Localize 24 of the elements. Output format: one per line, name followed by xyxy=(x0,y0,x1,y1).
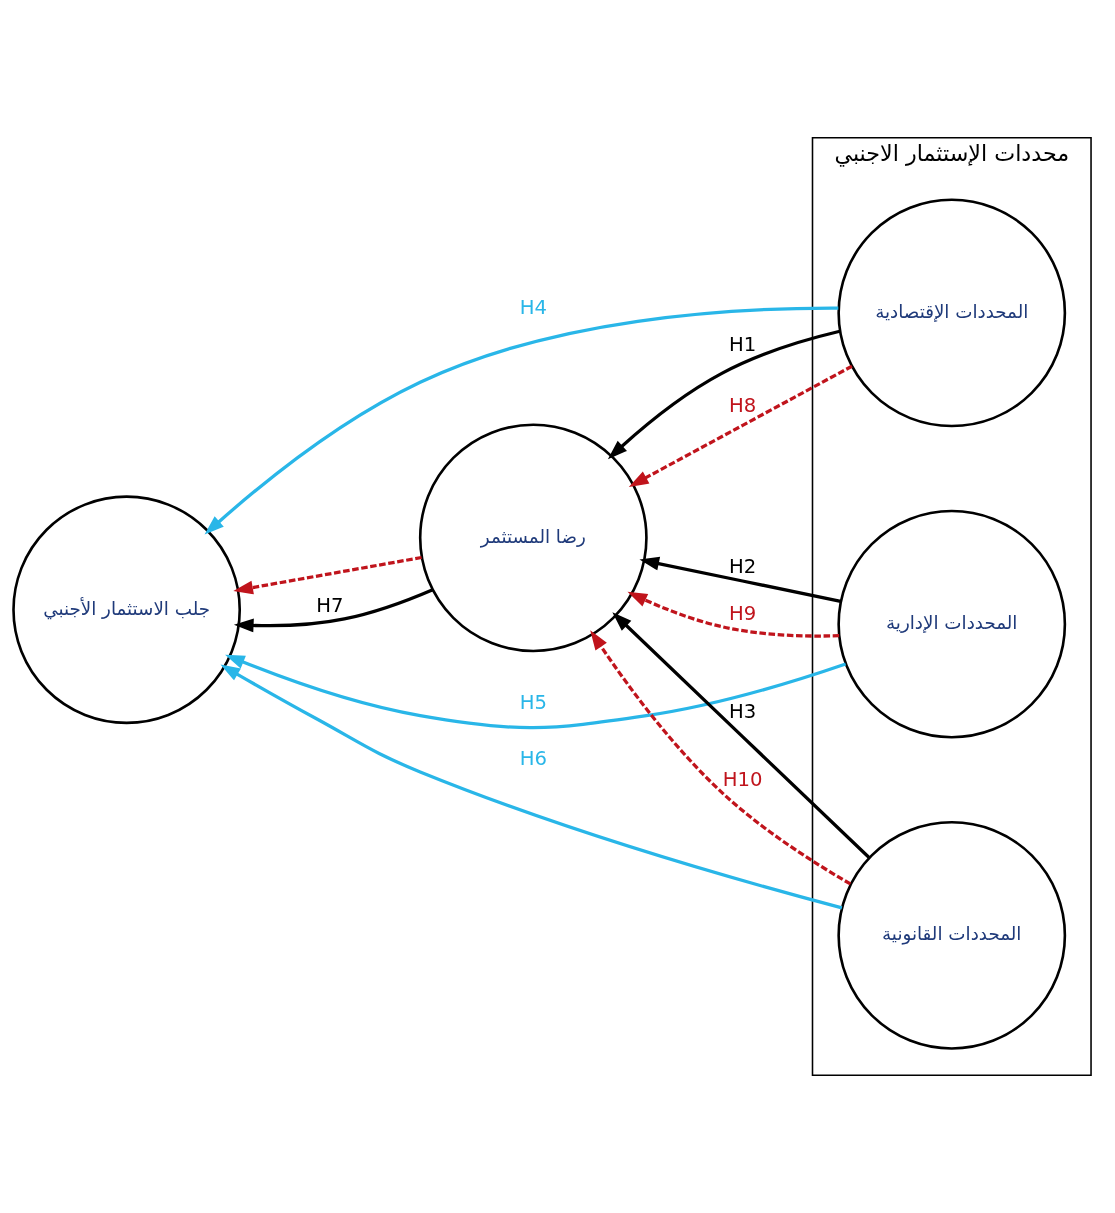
node-circle: المحددات القانونية xyxy=(837,820,1067,1050)
edge-label: H7 xyxy=(316,594,344,618)
edge-label: H10 xyxy=(722,768,763,792)
arrow xyxy=(628,364,853,487)
edge-label: H1 xyxy=(728,332,757,356)
edge-label: H3 xyxy=(728,700,757,724)
node-circle: المحددات الإدارية xyxy=(837,509,1067,739)
arrow xyxy=(607,329,841,460)
edge-label: H6 xyxy=(519,747,547,771)
arrow xyxy=(225,654,847,730)
edge-label: H8 xyxy=(728,394,757,418)
edge-label: H5 xyxy=(519,691,547,715)
node-circle: المحددات الإقتصادية xyxy=(837,198,1067,428)
arrow xyxy=(220,664,843,910)
arrow xyxy=(612,612,871,859)
arrow xyxy=(639,556,841,603)
arrow xyxy=(590,630,852,886)
edge-label: H9 xyxy=(728,602,757,626)
edge-label: H4 xyxy=(519,296,547,320)
arrow xyxy=(233,555,422,595)
arrow xyxy=(233,588,434,633)
edge-label: H2 xyxy=(728,555,757,579)
arrow xyxy=(204,306,839,535)
arrow xyxy=(627,591,840,638)
